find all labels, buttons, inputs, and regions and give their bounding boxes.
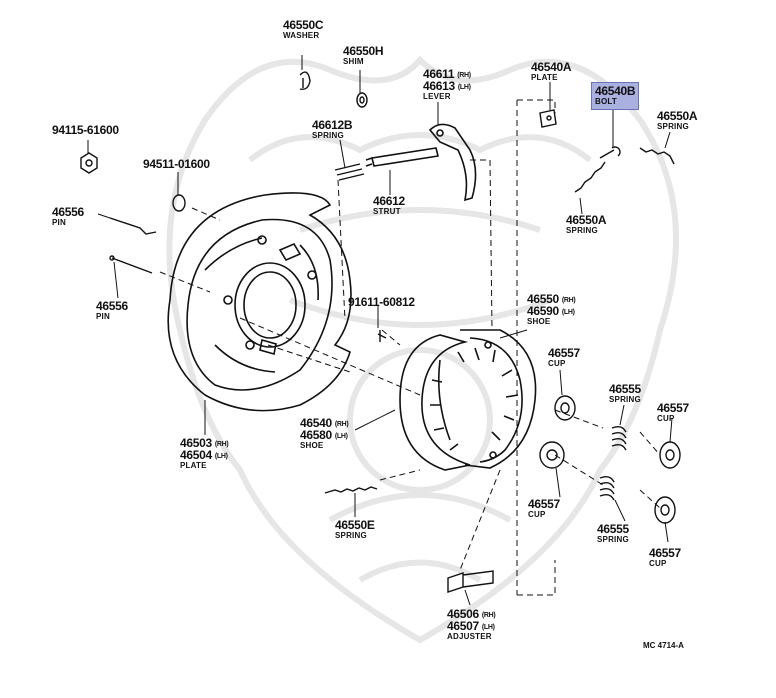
side-rh: (RH) <box>214 441 229 448</box>
part-number: 46557 <box>548 346 580 360</box>
backing-plate-drawing <box>167 192 352 412</box>
label-46555-b: 46555 SPRING <box>597 523 629 544</box>
part-number: 46612B <box>312 118 353 132</box>
side-lh: (LH) <box>214 453 228 460</box>
part-name: PLATE <box>180 461 207 470</box>
part-number: 46540 <box>300 416 332 430</box>
label-91611-60812: 91611-60812 <box>348 296 415 308</box>
part-name: PIN <box>96 312 110 321</box>
part-number-alt: 46590 <box>527 304 559 318</box>
parking-lever-drawing <box>428 123 477 202</box>
part-number: 46550E <box>335 518 375 532</box>
label-46612: 46612 STRUT <box>373 195 405 216</box>
part-name: CUP <box>528 510 546 519</box>
part-number: 46556 <box>96 299 128 313</box>
diagram-reference-code: MC 4714-A <box>643 641 684 650</box>
part-number: 46611 <box>423 67 455 81</box>
part-number: 46557 <box>528 497 560 511</box>
label-46503-46504: 46503(RH) 46504(LH) PLATE <box>180 436 229 470</box>
strut-drawing <box>365 147 439 167</box>
label-46550a-mid: 46550A SPRING <box>566 213 607 235</box>
part-number-alt: 46580 <box>300 428 332 442</box>
label-46557-c: 46557 CUP <box>528 498 560 519</box>
part-name: SPRING <box>312 131 344 140</box>
label-46550a-top: 46550A SPRING <box>657 109 698 131</box>
label-46557-d: 46557 CUP <box>649 547 681 568</box>
side-rh: (RH) <box>457 72 471 79</box>
part-name: BOLT <box>595 97 617 106</box>
label-46556-low: 46556 PIN <box>96 300 128 321</box>
part-name: CUP <box>548 359 566 368</box>
part-name: SHOE <box>527 317 551 326</box>
part-name: SHOE <box>300 441 324 450</box>
part-name: PLATE <box>531 73 558 82</box>
label-46557-a: 46557 CUP <box>548 347 580 368</box>
dashed-leaders <box>159 99 661 596</box>
label-46506-46507: 46506(RH) 46507(LH) ADJUSTER <box>447 607 496 641</box>
label-46550-46590: 46550(RH) 46590(LH) SHOE <box>527 292 576 326</box>
part-name: SPRING <box>335 531 367 540</box>
part-name: CUP <box>657 414 675 423</box>
label-46540-46580: 46540(RH) 46580(LH) SHOE <box>300 416 349 450</box>
side-lh: (LH) <box>334 433 348 440</box>
label-94511-01600: 94511-01600 <box>143 158 210 170</box>
part-number-alt: 46507 <box>447 619 479 633</box>
watermark-emblem <box>166 55 679 644</box>
part-number: 46540B <box>595 84 636 98</box>
part-name: SPRING <box>609 395 641 404</box>
part-name: LEVER <box>423 92 451 101</box>
part-number: 46550 <box>527 292 559 306</box>
side-rh: (RH) <box>334 421 349 428</box>
label-46611-46613: 46611(RH) 46613(LH) LEVER <box>423 68 471 101</box>
strut-spring-drawing <box>334 163 365 181</box>
part-number: 46555 <box>609 382 641 396</box>
label-leaders <box>87 55 673 606</box>
part-number: 46556 <box>52 205 84 219</box>
side-rh: (RH) <box>561 297 576 304</box>
side-rh: (RH) <box>481 612 496 619</box>
side-lh: (LH) <box>481 624 495 631</box>
part-name: STRUT <box>373 207 401 216</box>
part-number: 46557 <box>657 401 689 415</box>
part-name: SPRING <box>657 122 689 131</box>
part-number: 46555 <box>597 522 629 536</box>
label-94115-61600: 94115-61600 <box>52 124 119 136</box>
part-number: 46506 <box>447 607 479 621</box>
label-46556-top: 46556 PIN <box>52 206 84 227</box>
brake-shoe-drawing <box>399 329 537 471</box>
label-46612b: 46612B SPRING <box>312 118 353 140</box>
part-name: SPRING <box>597 535 629 544</box>
label-46555-a: 46555 SPRING <box>609 383 641 404</box>
part-number: 46550A <box>566 213 607 227</box>
part-name: PIN <box>52 218 66 227</box>
part-number: 46550A <box>657 109 698 123</box>
part-name: ADJUSTER <box>447 632 492 641</box>
part-number: 94511-01600 <box>143 157 210 171</box>
part-number: 94115-61600 <box>52 123 119 137</box>
part-number: 46550C <box>283 18 324 32</box>
part-name: WASHER <box>283 31 320 40</box>
part-name: CUP <box>649 559 667 568</box>
side-lh: (LH) <box>457 84 471 91</box>
part-number: 46503 <box>180 436 212 450</box>
label-46557-b: 46557 CUP <box>657 402 689 423</box>
part-number: 46550H <box>343 44 384 58</box>
part-name: SHIM <box>343 57 364 66</box>
side-lh: (LH) <box>561 309 575 316</box>
part-number: 46557 <box>649 546 681 560</box>
part-number-alt: 46613 <box>423 79 455 93</box>
label-46540b-highlighted[interactable]: 46540B BOLT <box>591 82 640 110</box>
part-number: 46612 <box>373 194 405 208</box>
small-hardware-drawings <box>80 71 681 593</box>
label-46550e: 46550E SPRING <box>335 519 375 540</box>
part-number: 46540A <box>531 60 572 74</box>
label-46550h: 46550H SHIM <box>343 44 384 66</box>
label-46540a: 46540A PLATE <box>531 60 572 82</box>
label-46550c: 46550C WASHER <box>283 18 324 40</box>
part-name: SPRING <box>566 226 598 235</box>
part-number-alt: 46504 <box>180 448 212 462</box>
part-number: 91611-60812 <box>348 295 415 309</box>
